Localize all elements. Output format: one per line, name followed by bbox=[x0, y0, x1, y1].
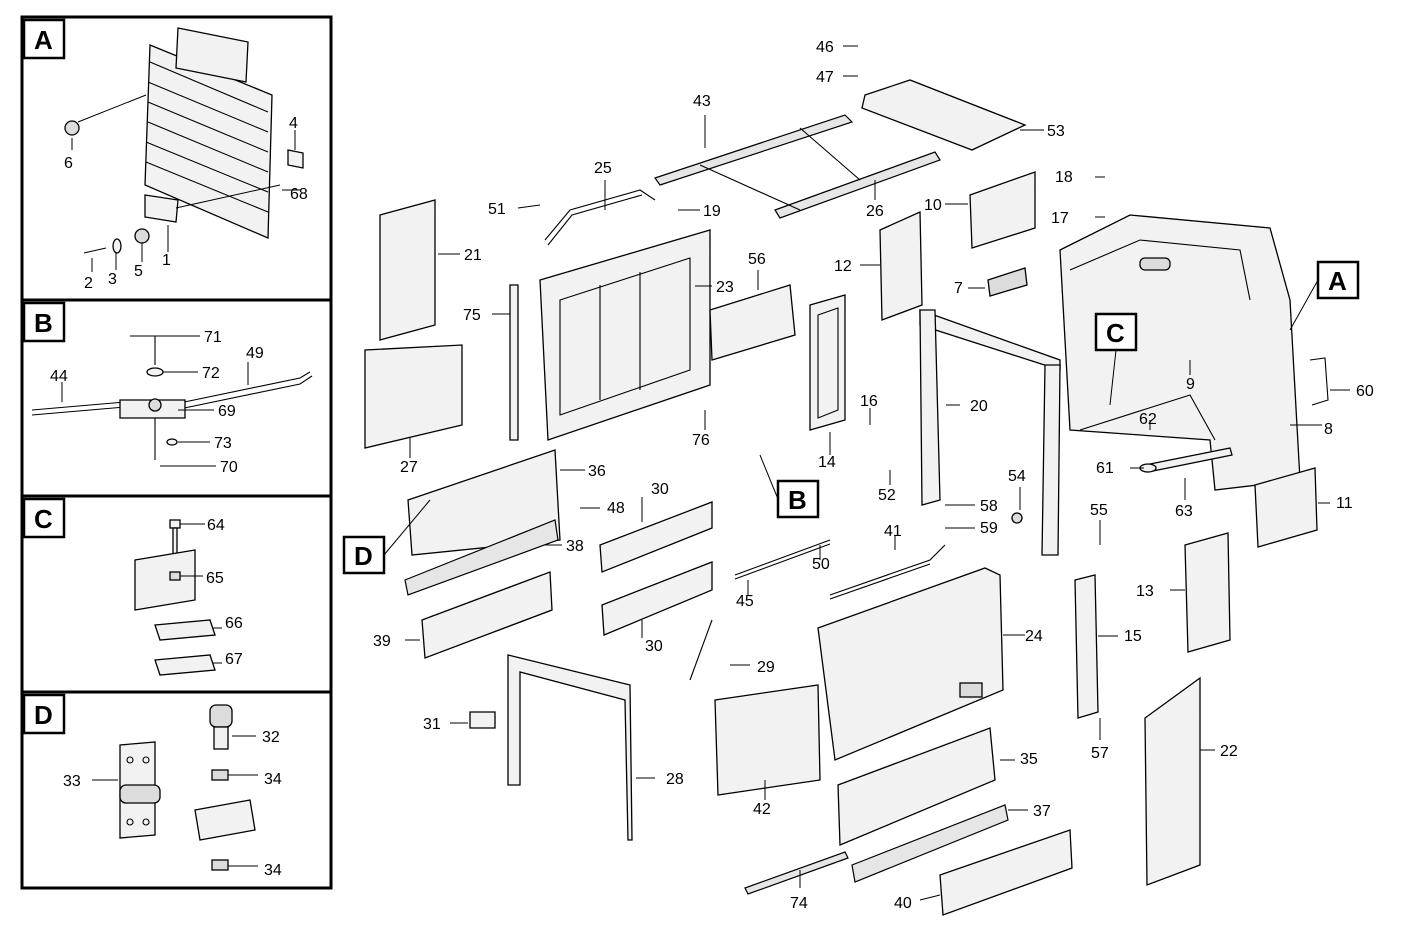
label-8: 8 bbox=[1324, 421, 1333, 438]
label-26: 26 bbox=[866, 203, 884, 220]
label-9: 9 bbox=[1186, 376, 1195, 393]
label-44: 44 bbox=[50, 368, 68, 385]
label-65: 65 bbox=[206, 570, 224, 587]
label-15: 15 bbox=[1124, 628, 1142, 645]
label-74: 74 bbox=[790, 895, 808, 912]
label-67: 67 bbox=[225, 651, 243, 668]
label-71: 71 bbox=[204, 329, 222, 346]
label-38: 38 bbox=[566, 538, 584, 555]
label-70: 70 bbox=[220, 459, 238, 476]
label-30b: 30 bbox=[645, 638, 663, 655]
label-13: 13 bbox=[1136, 583, 1154, 600]
label-72: 72 bbox=[202, 365, 220, 382]
label-22: 22 bbox=[1220, 743, 1238, 760]
label-17: 17 bbox=[1051, 210, 1069, 227]
label-58: 58 bbox=[980, 498, 998, 515]
tag-d: D bbox=[354, 541, 373, 571]
label-64: 64 bbox=[207, 517, 225, 534]
tag-b: B bbox=[788, 485, 807, 515]
label-32: 32 bbox=[262, 729, 280, 746]
label-37: 37 bbox=[1033, 803, 1051, 820]
tag-c: C bbox=[1106, 318, 1125, 348]
label-40: 40 bbox=[894, 895, 912, 912]
label-41: 41 bbox=[884, 523, 902, 540]
label-47: 47 bbox=[816, 69, 834, 86]
label-19: 19 bbox=[703, 203, 721, 220]
label-60: 60 bbox=[1356, 383, 1374, 400]
label-2: 2 bbox=[84, 275, 93, 292]
label-6: 6 bbox=[64, 155, 73, 172]
label-30a: 30 bbox=[651, 481, 669, 498]
label-4: 4 bbox=[289, 115, 298, 132]
label-49: 49 bbox=[246, 345, 264, 362]
label-14: 14 bbox=[818, 454, 836, 471]
label-55: 55 bbox=[1090, 502, 1108, 519]
inset-letter-c: C bbox=[34, 504, 53, 534]
label-76: 76 bbox=[692, 432, 710, 449]
label-43: 43 bbox=[693, 93, 711, 110]
label-53: 53 bbox=[1047, 123, 1065, 140]
label-5: 5 bbox=[134, 263, 143, 280]
label-1: 1 bbox=[162, 252, 171, 269]
label-57: 57 bbox=[1091, 745, 1109, 762]
inset-letter-b: B bbox=[34, 308, 53, 338]
label-51: 51 bbox=[488, 201, 506, 218]
label-68: 68 bbox=[290, 186, 308, 203]
roof-plate bbox=[861, 79, 1027, 151]
label-16: 16 bbox=[860, 393, 878, 410]
label-36: 36 bbox=[588, 463, 606, 480]
label-61: 61 bbox=[1096, 460, 1114, 477]
label-56: 56 bbox=[748, 251, 766, 268]
label-3: 3 bbox=[108, 271, 117, 288]
label-34b: 34 bbox=[264, 862, 282, 879]
label-69: 69 bbox=[218, 403, 236, 420]
inset-letter-a: A bbox=[34, 25, 53, 55]
label-33: 33 bbox=[63, 773, 81, 790]
label-11: 11 bbox=[1336, 495, 1353, 512]
label-18: 18 bbox=[1055, 169, 1073, 186]
label-63: 63 bbox=[1175, 503, 1193, 520]
label-48: 48 bbox=[607, 500, 625, 517]
label-34a: 34 bbox=[264, 771, 282, 788]
label-12: 12 bbox=[834, 258, 852, 275]
inset-panel-a: A 6 4 68 2 3 5 1 bbox=[20, 15, 333, 302]
label-7: 7 bbox=[954, 280, 963, 297]
label-66: 66 bbox=[225, 615, 243, 632]
inset-panel-b: B 71 72 49 44 69 73 70 bbox=[20, 298, 333, 498]
label-73: 73 bbox=[214, 435, 232, 452]
label-59: 59 bbox=[980, 520, 998, 537]
label-23: 23 bbox=[716, 279, 734, 296]
label-24: 24 bbox=[1025, 628, 1043, 645]
tag-a: A bbox=[1328, 266, 1347, 296]
label-54: 54 bbox=[1008, 468, 1026, 485]
label-27: 27 bbox=[400, 459, 418, 476]
label-42: 42 bbox=[753, 801, 771, 818]
label-46: 46 bbox=[816, 39, 834, 56]
label-10: 10 bbox=[924, 197, 942, 214]
main-assembly: A B C D 46 47 53 43 26 25 51 19 21 23 56… bbox=[342, 39, 1374, 916]
label-50: 50 bbox=[812, 556, 830, 573]
label-75: 75 bbox=[463, 307, 481, 324]
inset-panel-c: C 64 65 66 67 bbox=[20, 494, 333, 694]
label-21: 21 bbox=[464, 247, 482, 264]
inset-letter-d: D bbox=[34, 700, 53, 730]
label-52: 52 bbox=[878, 487, 896, 504]
label-29: 29 bbox=[757, 659, 775, 676]
label-31: 31 bbox=[423, 716, 441, 733]
label-20: 20 bbox=[970, 398, 988, 415]
label-45: 45 bbox=[736, 593, 754, 610]
inset-panel-d: D 32 33 34 34 bbox=[20, 690, 333, 890]
label-28: 28 bbox=[666, 771, 684, 788]
label-39: 39 bbox=[373, 633, 391, 650]
label-25: 25 bbox=[594, 160, 612, 177]
label-62: 62 bbox=[1139, 411, 1157, 428]
label-35: 35 bbox=[1020, 751, 1038, 768]
